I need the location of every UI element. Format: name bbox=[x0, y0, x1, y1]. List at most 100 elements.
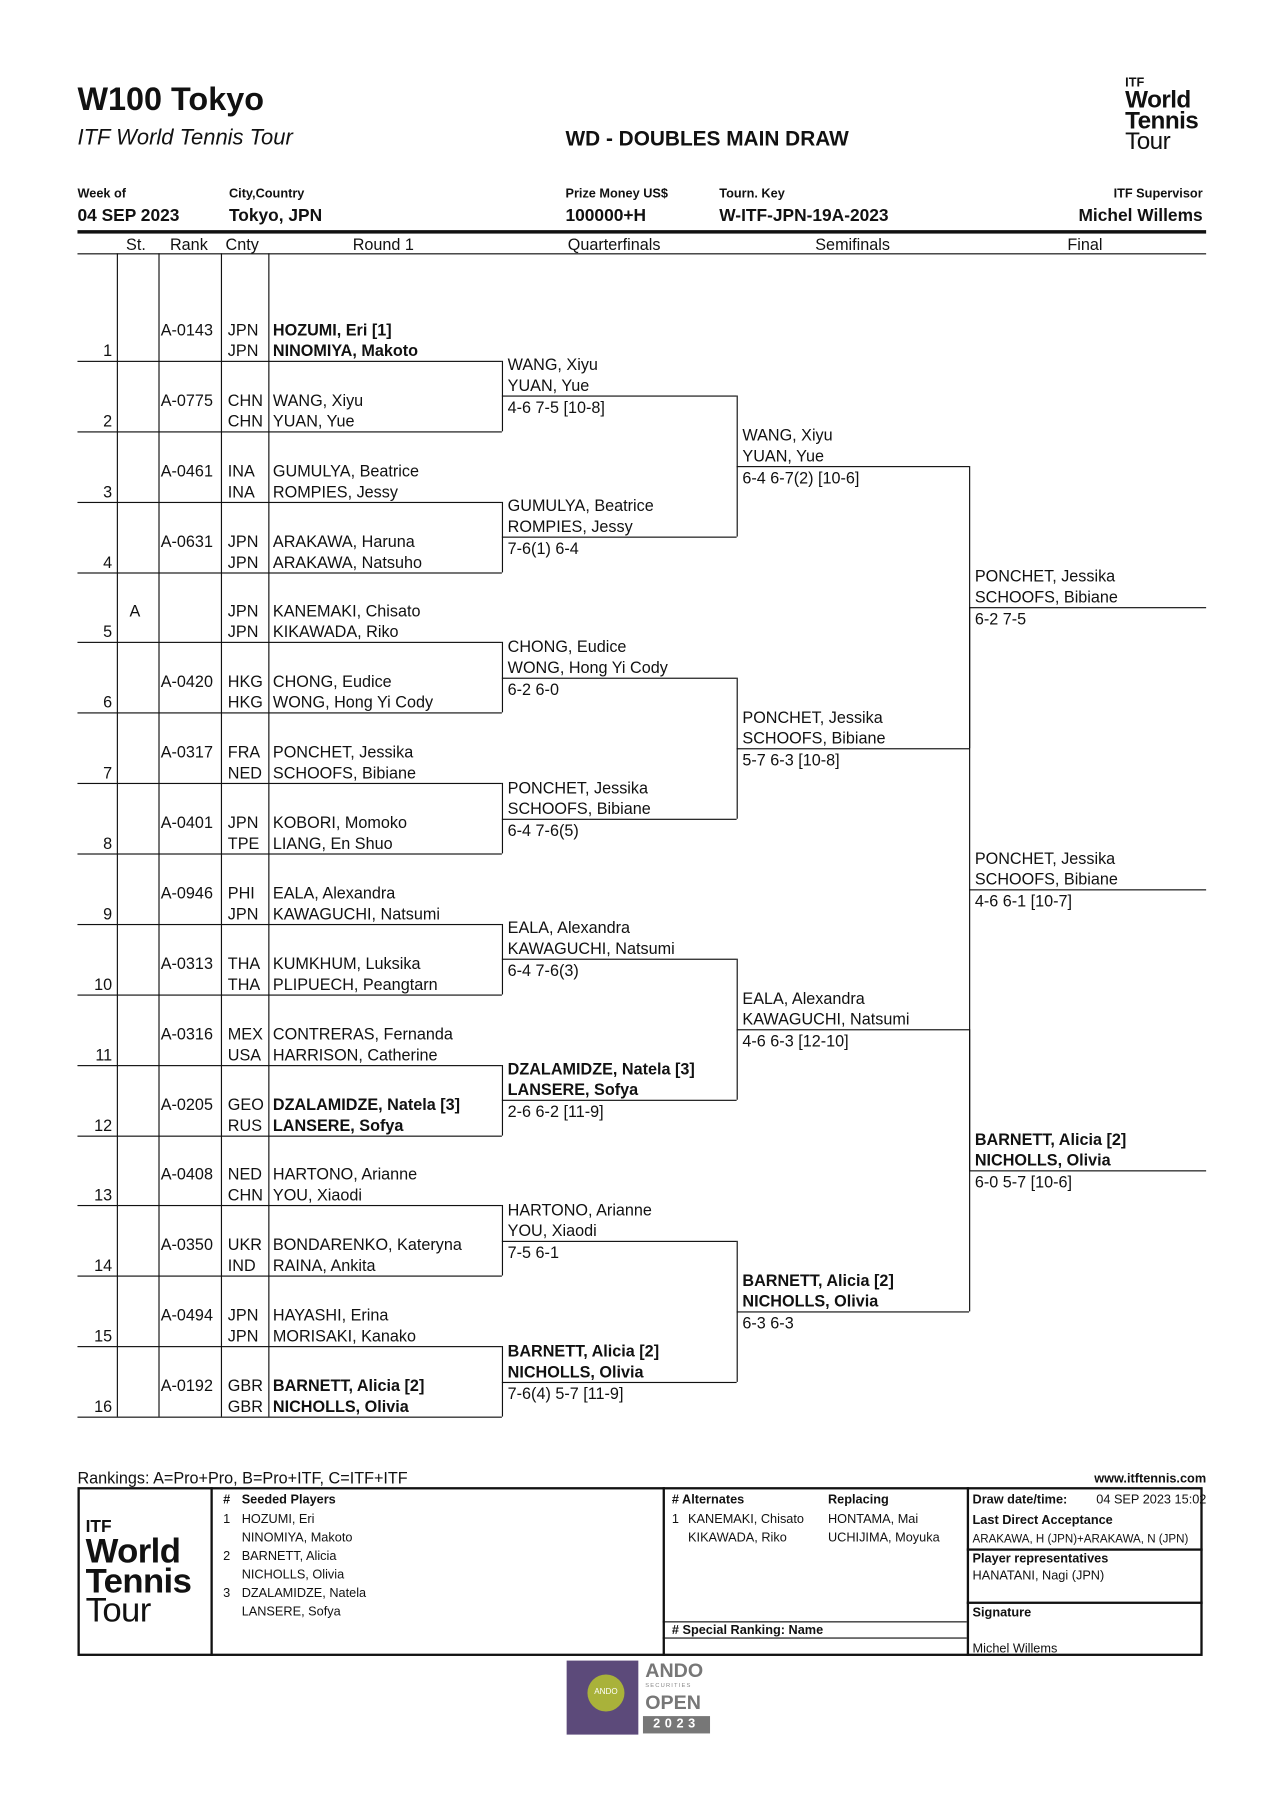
entry-number: 16 bbox=[94, 1396, 113, 1416]
winner-name: HARTONO, Arianne bbox=[507, 1200, 652, 1219]
player-name: NICHOLLS, Olivia bbox=[272, 1396, 409, 1416]
match-score: 6-4 6-7(2) [10-6] bbox=[742, 468, 860, 488]
supervisor-label: ITF Supervisor bbox=[1113, 187, 1203, 202]
winner-name: EALA, Alexandra bbox=[507, 918, 631, 938]
match-score: 6-4 7-6(3) bbox=[507, 961, 579, 980]
player-name: DZALAMIDZE, Natela [3] bbox=[272, 1094, 461, 1114]
player-name: SCHOOFS, Bibiane bbox=[272, 763, 416, 782]
bracket-connector bbox=[969, 1029, 971, 1312]
player-name: HARTONO, Arianne bbox=[272, 1165, 418, 1184]
entry-status: A bbox=[129, 601, 141, 621]
player-name: CHONG, Eudice bbox=[272, 672, 392, 691]
seeded-player: NINOMIYA, Makoto bbox=[241, 1531, 353, 1545]
bracket-connector bbox=[501, 923, 504, 995]
player-name: BONDARENKO, Kateryna bbox=[272, 1235, 462, 1254]
winner-name: WANG, Xiyu bbox=[507, 355, 598, 375]
match-score: 4-6 6-3 [12-10] bbox=[742, 1031, 849, 1051]
player-name: EALA, Alexandra bbox=[272, 883, 396, 902]
entry-line bbox=[77, 923, 502, 926]
bracket-connector bbox=[736, 395, 738, 537]
entry-line bbox=[77, 571, 502, 574]
match-score: 5-7 6-3 [10-8] bbox=[742, 750, 840, 769]
match-score: 6-0 5-7 [10-6] bbox=[974, 1172, 1073, 1192]
seeded-player: LANSERE, Sofya bbox=[241, 1605, 341, 1619]
col-round1: Round 1 bbox=[352, 234, 414, 254]
entry-line bbox=[77, 994, 502, 996]
winner-name: NICHOLLS, Olivia bbox=[507, 1361, 644, 1381]
match-score: 6-2 6-0 bbox=[507, 679, 559, 699]
entry-number: 11 bbox=[95, 1045, 113, 1064]
entry-number: 5 bbox=[103, 622, 113, 642]
tourn-key-value: W-ITF-JPN-19A-2023 bbox=[719, 205, 889, 226]
footer-divider bbox=[966, 1548, 1203, 1551]
entry-line bbox=[77, 1275, 502, 1278]
sponsor-logo: ANDO ANDO SECURITIES OPEN 2023 bbox=[566, 1659, 713, 1735]
bracket-connector bbox=[501, 642, 504, 713]
entry-rank: A-0461 bbox=[160, 461, 213, 480]
match-line bbox=[501, 536, 737, 538]
col-divider bbox=[158, 253, 160, 1417]
footer-divider bbox=[662, 1637, 967, 1639]
col-divider bbox=[268, 253, 270, 1417]
seed-number: 2 bbox=[223, 1549, 231, 1564]
col-cnty: Cnty bbox=[225, 234, 259, 254]
player-country: HKG bbox=[227, 693, 263, 712]
seeded-player: NICHOLLS, Olivia bbox=[241, 1568, 345, 1582]
alternate-number: 1 bbox=[671, 1512, 679, 1527]
bracket-connector bbox=[501, 1205, 504, 1276]
city-label: City,Country bbox=[228, 187, 305, 202]
page-title: W100 Tokyo bbox=[77, 80, 265, 117]
player-country: GBR bbox=[227, 1376, 263, 1395]
replaced-player: HONTAMA, Mai bbox=[827, 1512, 919, 1527]
match-line bbox=[501, 677, 737, 679]
winner-name: DZALAMIDZE, Natela [3] bbox=[507, 1059, 695, 1078]
player-country: USA bbox=[227, 1045, 262, 1064]
player-name: KOBORI, Momoko bbox=[272, 813, 407, 832]
match-score: 7-5 6-1 bbox=[507, 1242, 559, 1262]
player-country: THA bbox=[227, 953, 261, 973]
player-name: MORISAKI, Kanako bbox=[272, 1326, 416, 1346]
entry-rank: A-0631 bbox=[160, 531, 213, 550]
entry-number: 1 bbox=[103, 341, 113, 360]
entry-line bbox=[77, 642, 502, 644]
player-country: NED bbox=[227, 763, 262, 782]
bracket-connector bbox=[501, 1346, 504, 1417]
footer-box bbox=[77, 1487, 1203, 1656]
entry-line bbox=[77, 1346, 502, 1348]
entry-number: 8 bbox=[103, 833, 113, 853]
seed-number: 3 bbox=[223, 1586, 231, 1601]
winner-name: SCHOOFS, Bibiane bbox=[974, 869, 1118, 888]
player-name: PLIPUECH, Peangtarn bbox=[272, 974, 438, 994]
player-country: JPN bbox=[227, 531, 259, 550]
website-link[interactable]: www.itftennis.com bbox=[1094, 1472, 1207, 1486]
entry-line bbox=[77, 853, 502, 855]
player-country: HKG bbox=[227, 672, 263, 691]
special-ranking-title: # Special Ranking: Name bbox=[671, 1623, 824, 1638]
entry-line bbox=[77, 1416, 502, 1418]
lda-label: Last Direct Acceptance bbox=[972, 1513, 1113, 1528]
winner-name: BARNETT, Alicia [2] bbox=[974, 1129, 1127, 1149]
footer-divider bbox=[966, 1601, 1203, 1604]
city-value: Tokyo, JPN bbox=[228, 205, 323, 226]
player-country: GBR bbox=[227, 1396, 263, 1416]
week-label: Week of bbox=[77, 187, 127, 202]
alternate-player: KIKAWADA, Riko bbox=[688, 1531, 787, 1545]
seeded-player: DZALAMIDZE, Natela bbox=[241, 1586, 367, 1601]
player-name: ARAKAWA, Haruna bbox=[272, 531, 415, 550]
player-name: YOU, Xiaodi bbox=[272, 1185, 363, 1205]
winner-name: PONCHET, Jessika bbox=[974, 566, 1116, 586]
entry-number: 12 bbox=[94, 1115, 113, 1134]
match-line bbox=[501, 1099, 737, 1102]
player-country: PHI bbox=[227, 883, 255, 902]
winner-name: SCHOOFS, Bibiane bbox=[742, 728, 886, 747]
supervisor-value: Michel Willems bbox=[1078, 205, 1203, 226]
entry-number: 14 bbox=[94, 1256, 113, 1275]
player-country: TPE bbox=[227, 833, 260, 853]
player-name: KUMKHUM, Luksika bbox=[272, 953, 421, 973]
alternate-player: KANEMAKI, Chisato bbox=[688, 1512, 805, 1527]
winner-name: ROMPIES, Jessy bbox=[507, 517, 633, 536]
entry-line bbox=[77, 1064, 502, 1066]
bracket-connector bbox=[501, 501, 504, 572]
footer-divider bbox=[966, 1487, 970, 1656]
